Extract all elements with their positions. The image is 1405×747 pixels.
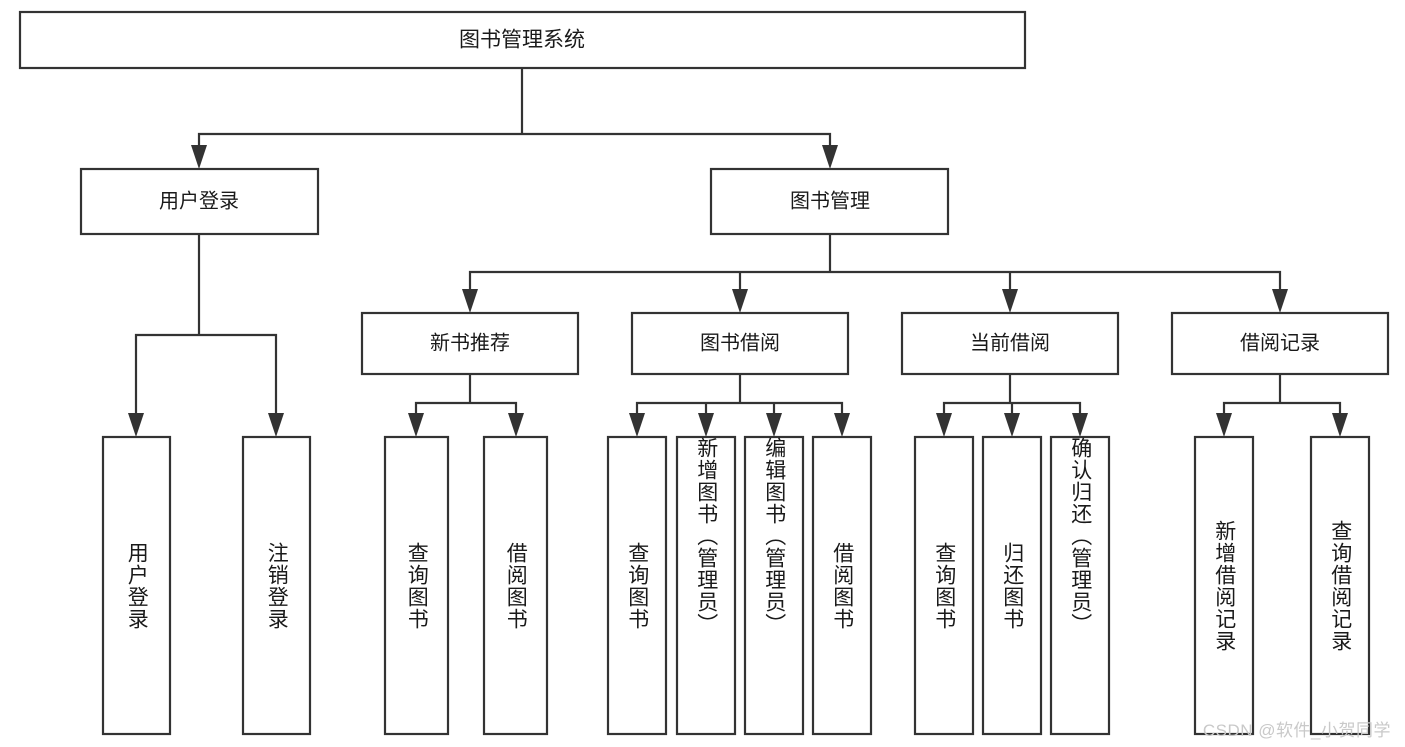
arrow-to-leaf-new-query: [408, 413, 424, 437]
leaf-box-r-add[interactable]: [1193, 435, 1255, 736]
arrow-to-leaf-c-return: [1004, 413, 1020, 437]
leaf-box-new-borrow[interactable]: [482, 435, 549, 736]
leaf-box-c-return[interactable]: [981, 435, 1043, 736]
current-borrow-label: 当前借阅: [970, 331, 1050, 354]
arrow-to-leaf-b-edit: [766, 413, 782, 437]
arrow-to-leaf-c-confirm: [1072, 413, 1088, 437]
leaf-box-new-query[interactable]: [383, 435, 450, 736]
arrow-to-leaf-b-borrow: [834, 413, 850, 437]
leaf-box-b-query[interactable]: [606, 435, 668, 736]
leaf-box-b-add[interactable]: [675, 435, 737, 736]
connector-borrow-to-leaves: [635, 372, 844, 426]
current-borrow-box[interactable]: [900, 311, 1120, 376]
connector-root-to-level2: [197, 66, 832, 158]
arrow-to-leaf-c-query: [936, 413, 952, 437]
user-login-box[interactable]: [79, 167, 320, 236]
leaf-box-logout[interactable]: [241, 435, 312, 736]
arrow-to-leaf-r-add: [1216, 413, 1232, 437]
borrow-box[interactable]: [630, 311, 850, 376]
book-manage-box[interactable]: [709, 167, 950, 236]
arrow-to-leaf-logout: [268, 413, 284, 437]
new-book-box[interactable]: [360, 311, 580, 376]
connector-newbook-to-leaves: [414, 372, 518, 426]
arrow-to-book-manage: [822, 145, 838, 169]
leaf-box-layer: [101, 435, 1371, 736]
borrow-record-box[interactable]: [1170, 311, 1390, 376]
node-user-login[interactable]: 用户登录: [79, 167, 320, 236]
user-login-label: 用户登录: [159, 189, 239, 212]
root-label: 图书管理系统: [459, 29, 585, 52]
leaf-box-r-query[interactable]: [1309, 435, 1371, 736]
borrow-label: 图书借阅: [700, 331, 780, 354]
connector-layer: [128, 66, 1348, 437]
leaf-box-b-borrow[interactable]: [811, 435, 873, 736]
node-current-borrow[interactable]: 当前借阅: [900, 311, 1120, 376]
arrow-to-record: [1272, 289, 1288, 313]
arrow-to-borrow: [732, 289, 748, 313]
arrow-to-user-login: [191, 145, 207, 169]
node-borrow-record[interactable]: 借阅记录: [1170, 311, 1390, 376]
arrow-to-current: [1002, 289, 1018, 313]
leaf-box-c-confirm[interactable]: [1049, 435, 1111, 736]
node-borrow[interactable]: 图书借阅: [630, 311, 850, 376]
leaf-box-c-query[interactable]: [913, 435, 975, 736]
connector-record-to-leaves: [1222, 372, 1342, 426]
new-book-label: 新书推荐: [430, 331, 510, 354]
book-manage-label: 图书管理: [790, 189, 870, 212]
root-box[interactable]: [18, 10, 1027, 70]
arrow-to-leaf-b-add: [698, 413, 714, 437]
arrow-to-leaf-new-borrow: [508, 413, 524, 437]
connector-bookmanage-to-level3: [468, 232, 1282, 302]
connector-userlogin-to-leaves: [134, 232, 278, 426]
leaf-box-b-edit[interactable]: [743, 435, 805, 736]
arrow-to-leaf-b-query: [629, 413, 645, 437]
node-book-manage[interactable]: 图书管理: [709, 167, 950, 236]
node-new-book[interactable]: 新书推荐: [360, 311, 580, 376]
borrow-record-label: 借阅记录: [1240, 331, 1320, 354]
node-root[interactable]: 图书管理系统: [18, 10, 1027, 70]
leaf-box-user-login[interactable]: [101, 435, 172, 736]
arrow-to-leaf-r-query: [1332, 413, 1348, 437]
arrow-to-leaf-user-login: [128, 413, 144, 437]
arrow-to-new-book: [462, 289, 478, 313]
watermark: CSDN @软件_小贺同学: [1202, 721, 1391, 740]
